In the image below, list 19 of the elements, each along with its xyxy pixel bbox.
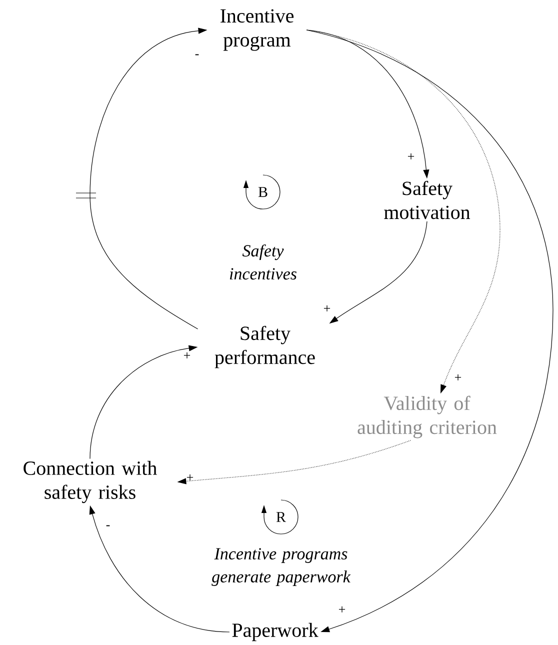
polarity-sign: - [195, 54, 199, 56]
polarity-sign: + [408, 153, 414, 160]
loop-letter: B [258, 187, 268, 197]
variable-label: Safety motivation [384, 180, 470, 220]
polarity-sign: + [184, 352, 190, 358]
polarity-sign: + [324, 305, 330, 312]
loop-letter: R [276, 512, 286, 522]
polarity-sign: + [338, 606, 346, 612]
variable-label: Safety performance [214, 326, 315, 368]
loop-name: Safety incentives [230, 244, 296, 280]
variable-label: Paperwork [232, 622, 318, 642]
variable-label: Validity of auditing criterion [358, 396, 497, 438]
variable-label: Incentive program [220, 9, 294, 51]
polarity-sign: + [454, 374, 462, 380]
variable-label: Connection with safety risks [24, 460, 157, 504]
polarity-sign: - [106, 525, 110, 526]
polarity-sign: + [186, 474, 194, 480]
loop-name: Incentive programs generate paperwork [212, 548, 351, 586]
arrow [306, 30, 554, 632]
